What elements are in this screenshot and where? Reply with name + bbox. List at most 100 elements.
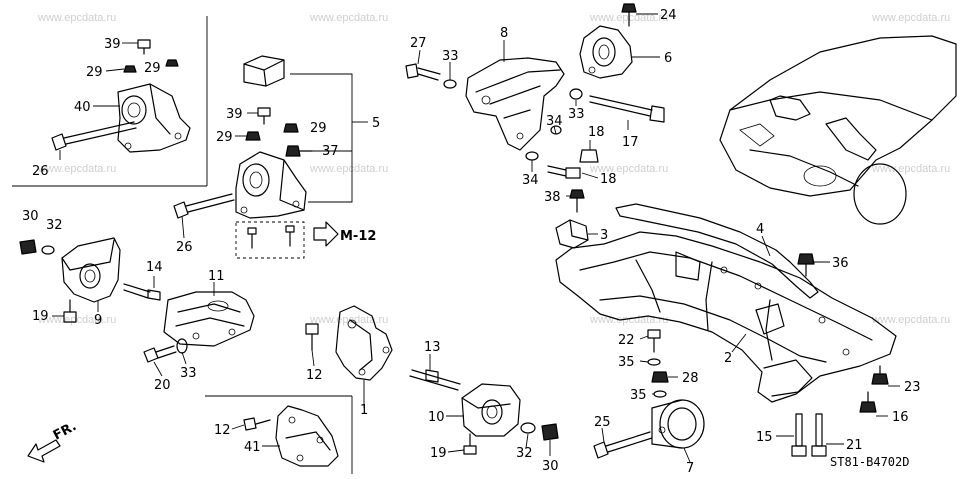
bolt-20[interactable] bbox=[143, 345, 177, 363]
stud-14[interactable] bbox=[123, 283, 161, 301]
bolt-19a[interactable] bbox=[63, 299, 77, 323]
leader-lines bbox=[52, 13, 900, 463]
nut-29a[interactable] bbox=[123, 65, 137, 73]
part-5-mount[interactable] bbox=[235, 151, 307, 219]
bolt-21[interactable] bbox=[811, 413, 827, 457]
part-4-rail[interactable] bbox=[615, 203, 819, 299]
callout-40: 40 bbox=[74, 100, 91, 115]
front-arrow: FR. bbox=[27, 419, 79, 463]
callout-38: 38 bbox=[544, 190, 561, 205]
bolt-37[interactable] bbox=[285, 145, 313, 157]
bolt-23[interactable] bbox=[871, 365, 889, 385]
callout-19: 19 bbox=[430, 446, 447, 461]
bolt-24[interactable] bbox=[621, 3, 637, 27]
part-8-bracket[interactable] bbox=[465, 57, 565, 151]
part-2-subframe[interactable] bbox=[555, 231, 897, 403]
callout-9: 9 bbox=[94, 313, 102, 328]
callout-1: 1 bbox=[360, 403, 368, 418]
watermark-text: www.epcdata.ru bbox=[871, 163, 950, 175]
nut-28[interactable] bbox=[651, 371, 669, 383]
front-arrow-label: FR. bbox=[51, 419, 79, 444]
nut-29b[interactable] bbox=[165, 59, 179, 67]
bolt-26a[interactable] bbox=[51, 121, 137, 151]
bolt-39b[interactable] bbox=[257, 107, 271, 125]
watermark-text: www.epcdata.ru bbox=[37, 12, 116, 24]
bolt-25[interactable] bbox=[593, 431, 653, 459]
watermarks: www.epcdata.ru www.epcdata.ru www.epcdat… bbox=[37, 12, 950, 326]
part-40-mount[interactable] bbox=[117, 83, 191, 153]
bolt-16[interactable] bbox=[859, 391, 877, 413]
callout-13: 13 bbox=[424, 340, 441, 355]
callout-22: 22 bbox=[618, 333, 635, 348]
nut-29c[interactable] bbox=[245, 131, 261, 141]
watermark-text: www.epcdata.ru bbox=[309, 314, 388, 326]
callout-5: 5 bbox=[372, 116, 380, 131]
washer-33c[interactable] bbox=[569, 88, 583, 100]
bolt-18b[interactable] bbox=[547, 165, 581, 179]
ref-arrow-m12[interactable] bbox=[313, 221, 339, 247]
car-outline bbox=[719, 35, 957, 225]
washer-35a[interactable] bbox=[647, 358, 661, 366]
part-41-bracket[interactable] bbox=[275, 405, 339, 467]
bolt-12b[interactable] bbox=[243, 417, 271, 431]
callout-6: 6 bbox=[664, 51, 672, 66]
callout-17: 17 bbox=[622, 135, 639, 150]
callout-39: 39 bbox=[226, 107, 243, 122]
callout-23: 23 bbox=[904, 380, 921, 395]
callout-11: 11 bbox=[208, 269, 225, 284]
callout-24: 24 bbox=[660, 8, 677, 23]
nut-29d[interactable] bbox=[283, 123, 299, 133]
washer-32b[interactable] bbox=[520, 422, 536, 434]
callout-35: 35 bbox=[630, 388, 647, 403]
washer-33b[interactable] bbox=[443, 79, 457, 89]
watermark-text: www.epcdata.ru bbox=[37, 314, 116, 326]
bolt-22[interactable] bbox=[647, 329, 661, 353]
callout-25: 25 bbox=[594, 415, 611, 430]
ref-label-m12: M-12 bbox=[340, 229, 376, 244]
bolt-12a[interactable] bbox=[305, 323, 319, 351]
nut-30b[interactable] bbox=[541, 423, 559, 441]
part-5-cap[interactable] bbox=[243, 55, 285, 87]
washer-33a[interactable] bbox=[176, 338, 188, 354]
callout-39: 39 bbox=[104, 37, 121, 52]
stud-13[interactable] bbox=[409, 369, 461, 391]
callout-34: 34 bbox=[546, 114, 563, 129]
callout-30: 30 bbox=[22, 209, 39, 224]
bolt-38[interactable] bbox=[569, 189, 585, 213]
part-11-bracket[interactable] bbox=[163, 291, 255, 347]
dashed-bolt-box bbox=[235, 221, 305, 259]
part-10-mount[interactable] bbox=[461, 383, 521, 437]
part-1-bracket[interactable] bbox=[335, 305, 393, 381]
bolt-36[interactable] bbox=[797, 253, 815, 277]
bolt-39a[interactable] bbox=[137, 39, 151, 55]
bolt-19b[interactable] bbox=[463, 433, 477, 455]
inset-frame-left bbox=[12, 16, 208, 187]
part-3-stopper[interactable] bbox=[555, 219, 589, 249]
callout-18: 18 bbox=[588, 125, 605, 140]
washer-35b[interactable] bbox=[653, 390, 667, 398]
callout-33: 33 bbox=[568, 107, 585, 122]
callout-34: 34 bbox=[522, 173, 539, 188]
washer-32a[interactable] bbox=[41, 245, 55, 255]
bolt-17[interactable] bbox=[589, 95, 665, 123]
part-9-mount[interactable] bbox=[61, 237, 121, 303]
callout-32: 32 bbox=[46, 218, 63, 233]
diagram-code: ST81-B4702D bbox=[830, 455, 909, 469]
bolt-27[interactable] bbox=[405, 63, 441, 81]
washer-34b[interactable] bbox=[525, 151, 539, 161]
callout-18: 18 bbox=[600, 172, 617, 187]
part-6-mount[interactable] bbox=[579, 25, 633, 79]
watermark-text: www.epcdata.ru bbox=[309, 12, 388, 24]
bolt-15[interactable] bbox=[791, 413, 807, 457]
callout-30: 30 bbox=[542, 459, 559, 474]
callout-29: 29 bbox=[310, 121, 327, 136]
callout-33: 33 bbox=[180, 366, 197, 381]
nut-30a[interactable] bbox=[19, 239, 37, 255]
watermark-text: www.epcdata.ru bbox=[589, 314, 668, 326]
watermark-text: www.epcdata.ru bbox=[589, 163, 668, 175]
part-7-bushing[interactable] bbox=[651, 399, 705, 449]
bolt-26b[interactable] bbox=[173, 193, 235, 219]
nut-18a[interactable] bbox=[579, 149, 599, 163]
callout-33: 33 bbox=[442, 49, 459, 64]
